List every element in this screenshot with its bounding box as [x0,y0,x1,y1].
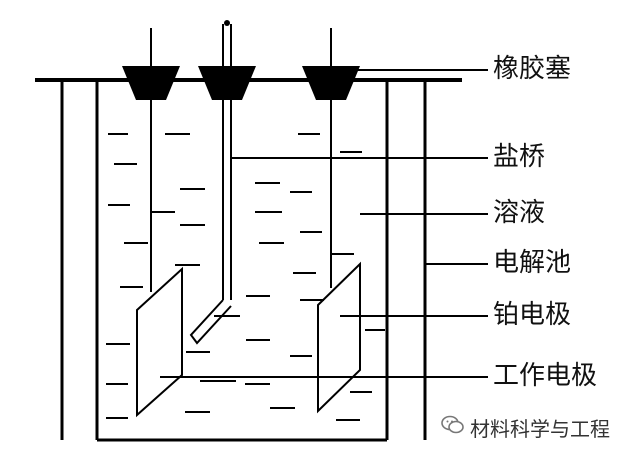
label-cell: 电解池 [493,248,572,278]
wechat-icon [441,415,464,434]
platinum-electrode-plate [317,261,361,414]
salt-bridge-tip [189,299,232,345]
label-solution: 溶液 [493,198,546,228]
label-stopper: 橡胶塞 [493,54,572,84]
stopper-2 [198,66,256,100]
leader-lines [160,69,488,378]
solution-dashes [106,133,385,421]
label-salt-bridge: 盐桥 [493,142,546,172]
salt-bridge-top [224,20,230,26]
label-platinum-electrode: 铂电极 [493,300,572,330]
working-electrode-plate [136,266,183,418]
watermark-text: 材料科学与工程 [470,417,610,441]
label-working-electrode: 工作电极 [493,361,598,391]
